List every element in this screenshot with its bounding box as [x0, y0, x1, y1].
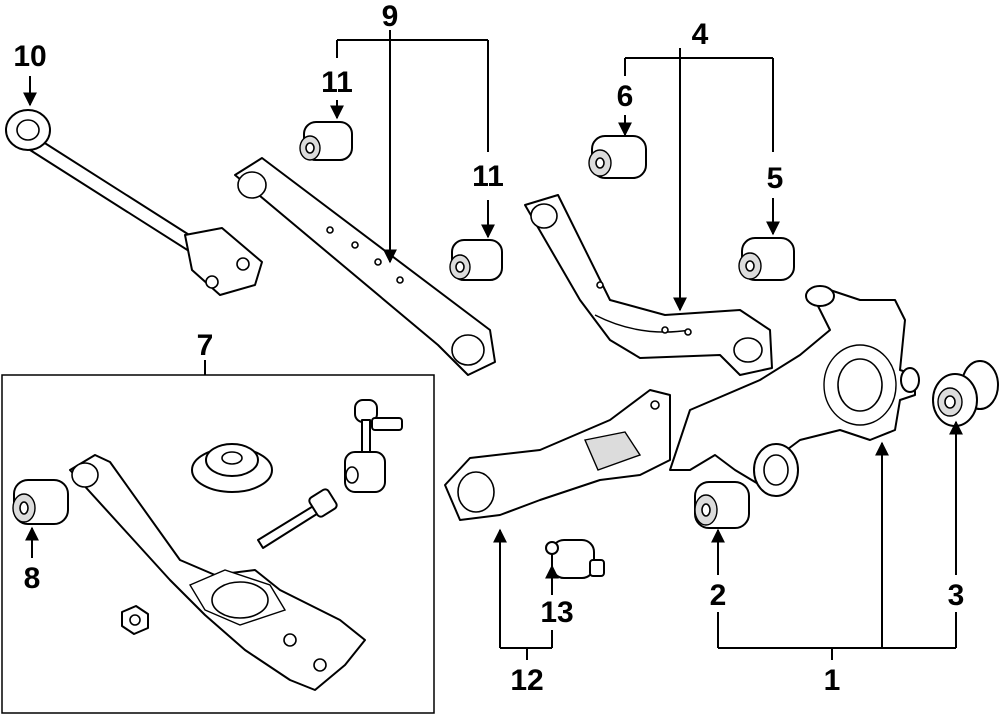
bushing-8	[12, 479, 69, 525]
bushing-11-left	[299, 121, 353, 161]
nut-part	[121, 605, 149, 635]
callout-12: 12	[510, 664, 543, 697]
inset-box	[1, 374, 435, 714]
bushing-6	[588, 135, 647, 179]
callout-13: 13	[540, 596, 573, 629]
trailing-rod-part	[5, 109, 263, 296]
hub-bushing-part	[932, 360, 999, 427]
callout-5: 5	[767, 162, 784, 195]
callout-6: 6	[617, 80, 634, 113]
bushing-13	[545, 539, 605, 579]
upper-arm-part	[234, 157, 496, 376]
bolt-part	[257, 488, 338, 549]
spring-seat-part	[191, 443, 273, 493]
callout-7: 7	[197, 329, 214, 362]
knuckle-part	[669, 285, 920, 497]
callout-1: 1	[824, 664, 841, 697]
callout-4: 4	[692, 18, 709, 51]
lower-link-part	[444, 389, 671, 521]
callout-2: 2	[710, 579, 727, 612]
callout-10: 10	[13, 40, 46, 73]
callout-9: 9	[382, 0, 399, 33]
stabilizer-link-part	[344, 399, 403, 493]
callout-3: 3	[948, 579, 965, 612]
callout-11-left: 11	[321, 66, 353, 99]
curved-arm-part	[524, 194, 773, 376]
lower-control-arm-part	[69, 454, 366, 691]
bushing-2	[694, 481, 750, 529]
callout-11-right: 11	[472, 160, 504, 193]
bushing-11-right	[449, 239, 503, 281]
callout-8: 8	[24, 562, 41, 595]
bushing-5	[738, 237, 795, 281]
